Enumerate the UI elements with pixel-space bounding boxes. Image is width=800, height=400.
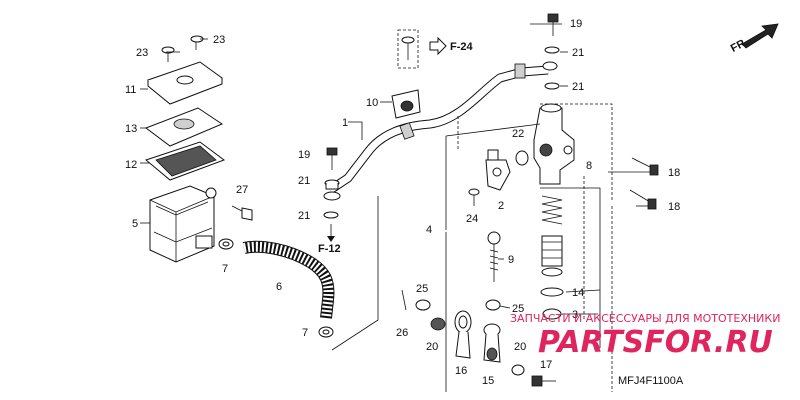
callout-22: 22	[512, 128, 524, 140]
callout-leaders	[140, 23, 650, 315]
hose-clamp	[391, 89, 421, 119]
rear-master-cylinder	[533, 103, 575, 185]
screw-24	[468, 188, 480, 206]
watermark-text: ЗАПЧАСТИ И АКСЕССУАРЫ ДЛЯ МОТОТЕХНИКИ	[510, 312, 780, 325]
front-label: FR.	[729, 36, 750, 55]
callout-23-a: 23	[136, 47, 148, 59]
hose-banjo-lower	[323, 179, 341, 201]
callout-21-a: 21	[298, 175, 310, 187]
callout-18-a: 18	[668, 167, 680, 179]
callout-13: 13	[125, 123, 137, 135]
callout-16: 16	[455, 365, 467, 377]
callout-7-a: 7	[222, 263, 228, 275]
callout-24: 24	[466, 213, 478, 225]
hose-clip-upper	[218, 238, 234, 250]
callout-20-a: 20	[426, 341, 438, 353]
callout-26: 26	[396, 327, 408, 339]
bolt-f24	[401, 36, 415, 60]
boot-3	[542, 308, 562, 320]
bolt-17	[531, 375, 556, 387]
piston	[541, 235, 563, 277]
bolt-18-b	[629, 189, 657, 210]
ref-f24: F-24	[450, 41, 474, 53]
cotter-pin	[401, 289, 407, 311]
reservoir-joint	[485, 149, 511, 191]
clevis-15	[483, 323, 501, 363]
callout-15: 15	[482, 375, 494, 387]
callout-27: 27	[236, 184, 248, 196]
spring-top	[541, 195, 563, 225]
callout-25-b: 25	[512, 303, 524, 315]
ref-f12: F-12	[318, 243, 341, 255]
callout-4: 4	[426, 224, 432, 236]
callout-2: 2	[498, 200, 504, 212]
callout-25-a: 25	[416, 283, 428, 295]
callout-14: 14	[572, 287, 584, 299]
callout-11: 11	[125, 84, 136, 96]
callout-21-d: 21	[572, 81, 584, 93]
callout-1: 1	[342, 117, 348, 129]
washer-20-a	[430, 317, 446, 331]
bolt-18-a	[631, 157, 659, 176]
bolt-27	[231, 205, 253, 221]
watermark-logo: PARTSFOR.RU	[538, 325, 773, 360]
callout-20-b: 20	[514, 341, 526, 353]
callout-19-a: 19	[298, 149, 310, 161]
callout-23-b: 23	[213, 34, 225, 46]
diagram-code: MFJ4F1100A	[618, 375, 684, 387]
front-direction-arrow: FR.	[729, 23, 779, 55]
callout-9: 9	[508, 254, 514, 266]
nut-25-a	[415, 299, 431, 311]
screw-23-left	[161, 46, 175, 62]
callout-8: 8	[586, 160, 592, 172]
washer-21-c	[544, 82, 560, 90]
callout-6: 6	[276, 281, 282, 293]
callout-18-b: 18	[668, 201, 680, 213]
callout-17: 17	[540, 359, 552, 371]
pushrod	[487, 231, 501, 282]
callout-12: 12	[125, 159, 137, 171]
banjo-bolt-19-upper	[547, 13, 559, 36]
callout-19-b: 19	[570, 18, 582, 30]
o-ring	[515, 150, 529, 166]
callout-10: 10	[366, 97, 378, 109]
callout-21-c: 21	[572, 47, 584, 59]
washer-21-b	[544, 46, 560, 54]
screw-23-right	[190, 35, 204, 50]
circlip-14	[540, 287, 564, 297]
nut-25-b	[485, 299, 501, 311]
hose-clip-lower	[318, 326, 334, 338]
callout-7-b: 7	[302, 327, 308, 339]
banjo-bolt-19-lower	[326, 147, 338, 170]
callout-3: 3	[572, 309, 578, 321]
callout-21-b: 21	[298, 210, 310, 222]
callout-5: 5	[132, 218, 138, 230]
master-cylinder-body	[149, 185, 217, 263]
washer-21-a	[323, 211, 339, 219]
reservoir-hose	[242, 240, 335, 319]
clevis-16	[454, 310, 472, 359]
washer-20-b	[511, 364, 525, 376]
